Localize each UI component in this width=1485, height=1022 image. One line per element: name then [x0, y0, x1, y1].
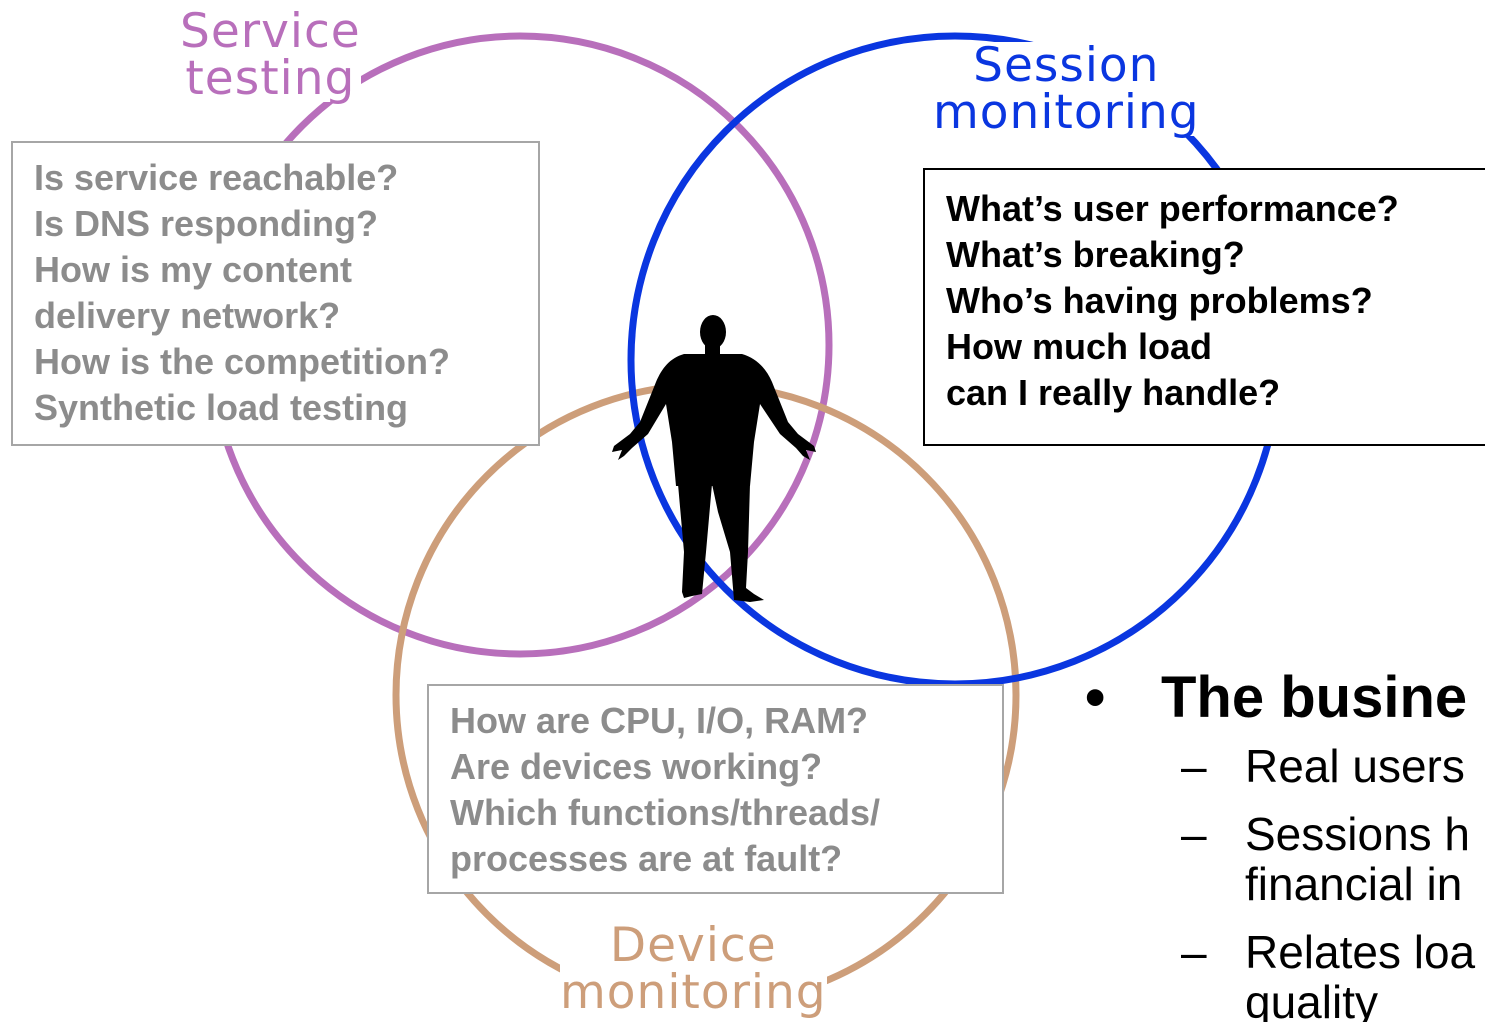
device-monitoring-questions: How are CPU, I/O, RAM? Are devices worki… — [427, 684, 1004, 894]
bullet-item: – Relates loa quality — [1181, 926, 1476, 1022]
person-silhouette-icon — [612, 315, 816, 602]
dash-mark: – — [1181, 926, 1207, 978]
bullet-heading-text: The busine — [1161, 665, 1468, 730]
question-line: How is my content — [34, 249, 353, 290]
question-line: Who’s having problems? — [946, 280, 1373, 321]
business-bullet-list: • The busine – Real users – Sessions h f… — [1085, 665, 1475, 1022]
dash-mark: – — [1181, 808, 1207, 860]
service-testing-title: Service testing — [180, 4, 361, 106]
question-line: How is the competition? — [34, 341, 451, 382]
question-line: Synthetic load testing — [34, 387, 409, 428]
bullet-item: – Sessions h financial in — [1181, 808, 1471, 910]
question-line: What’s breaking? — [946, 234, 1245, 275]
bullet-heading: • The busine — [1085, 665, 1475, 731]
question-line: delivery network? — [34, 295, 341, 336]
question-line: What’s user performance? — [946, 188, 1399, 229]
question-line: Are devices working? — [450, 746, 823, 787]
question-line: How much load — [946, 326, 1213, 367]
question-line: Is DNS responding? — [34, 203, 379, 244]
question-line: processes are at fault? — [450, 838, 843, 879]
dash-mark: – — [1181, 740, 1207, 792]
question-line: can I really handle? — [946, 372, 1281, 413]
session-monitoring-title: Session monitoring — [933, 38, 1200, 140]
question-line: How are CPU, I/O, RAM? — [450, 700, 869, 741]
service-testing-questions: Is service reachable? Is DNS responding?… — [11, 141, 540, 446]
bullet-item: – Real users — [1181, 740, 1465, 792]
question-line: Is service reachable? — [34, 157, 399, 198]
device-monitoring-title: Device monitoring — [560, 918, 827, 1020]
bullet-mark: • — [1085, 665, 1106, 730]
session-monitoring-questions: What’s user performance? What’s breaking… — [923, 168, 1485, 446]
question-line: Which functions/threads/ — [450, 792, 881, 833]
